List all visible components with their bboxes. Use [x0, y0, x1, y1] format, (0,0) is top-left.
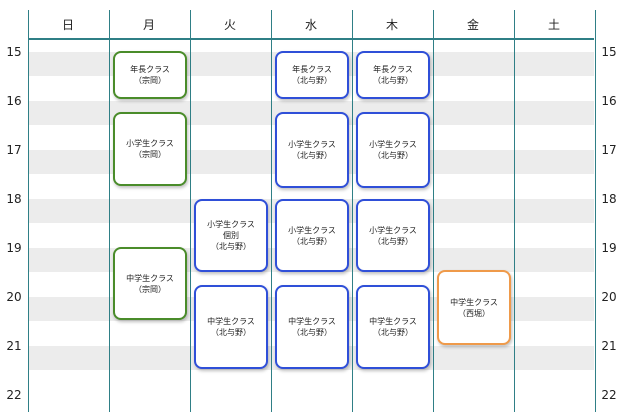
event-label: （宗岡）: [134, 76, 166, 85]
hour-label-right: 21: [601, 339, 617, 353]
event-label: 中学生クラス: [450, 297, 498, 307]
event-label: 年長クラス: [292, 65, 332, 74]
day-header: 金: [466, 18, 479, 32]
class-event[interactable]: 小学生クラス （北与野）: [356, 112, 430, 188]
event-label: （北与野）: [211, 328, 251, 337]
class-event[interactable]: 小学生クラス （宗岡）: [113, 112, 187, 186]
event-label: 年長クラス: [130, 65, 170, 74]
event-label: 年長クラス: [373, 65, 413, 74]
event-label: （宗岡）: [134, 150, 166, 159]
class-event[interactable]: 小学生クラス（北与野）: [356, 199, 430, 272]
day-header: 月: [142, 18, 155, 32]
hour-label-right: 22: [601, 388, 617, 402]
day-header: 土: [547, 18, 560, 32]
class-event[interactable]: 年長クラス （北与野）: [356, 51, 430, 99]
event-label: 中学生クラス: [369, 317, 417, 326]
event-label: （宗岡）: [134, 284, 166, 294]
day-column-divider: [190, 10, 191, 412]
hour-label-right: 16: [601, 94, 617, 108]
event-label: （北与野）: [373, 151, 413, 160]
day-header: 火: [223, 18, 236, 32]
day-column-divider: [595, 10, 596, 412]
event-label: 中学生クラス: [207, 317, 255, 326]
day-header: 日: [61, 18, 74, 32]
hour-label-left: 15: [6, 45, 22, 59]
class-event[interactable]: 中学生クラス（宗岡）: [113, 247, 187, 320]
event-label: 中学生クラス: [288, 317, 336, 326]
hour-label-right: 20: [601, 290, 617, 304]
event-label: （北与野）: [373, 328, 413, 337]
hour-label-left: 21: [6, 339, 22, 353]
header-divider: [28, 38, 594, 40]
day-column-divider: [28, 10, 29, 412]
class-event[interactable]: 小学生クラス個別 （北与野）: [194, 199, 268, 272]
hour-label-left: 17: [6, 143, 22, 157]
event-label: 小学生クラス: [288, 225, 336, 235]
event-label: （西堀）: [458, 308, 490, 318]
hour-label-left: 18: [6, 192, 22, 206]
class-event[interactable]: 中学生クラス （北与野）: [356, 285, 430, 369]
event-label: （北与野）: [373, 236, 413, 246]
class-event[interactable]: 年長クラス （宗岡）: [113, 51, 187, 99]
hour-label-right: 18: [601, 192, 617, 206]
event-label: 小学生クラス: [288, 140, 336, 149]
day-column-divider: [352, 10, 353, 412]
day-column-divider: [433, 10, 434, 412]
event-label: 個別: [223, 231, 239, 240]
event-label: （北与野）: [292, 236, 332, 246]
class-event[interactable]: 小学生クラス （北与野）: [275, 112, 349, 188]
day-header: 水: [304, 18, 317, 32]
hour-label-left: 20: [6, 290, 22, 304]
event-label: （北与野）: [292, 151, 332, 160]
day-column-divider: [109, 10, 110, 412]
event-label: （北与野）: [292, 76, 332, 85]
event-label: 中学生クラス: [126, 273, 174, 283]
hour-label-left: 19: [6, 241, 22, 255]
event-label: （北与野）: [292, 328, 332, 337]
day-column-divider: [271, 10, 272, 412]
class-event[interactable]: 中学生クラス（西堀）: [437, 270, 511, 345]
hour-label-right: 17: [601, 143, 617, 157]
event-label: （北与野）: [373, 76, 413, 85]
event-label: 小学生クラス: [369, 225, 417, 235]
hour-label-left: 22: [6, 388, 22, 402]
hour-label-left: 16: [6, 94, 22, 108]
class-event[interactable]: 中学生クラス （北与野）: [275, 285, 349, 369]
event-label: 小学生クラス: [126, 139, 174, 148]
day-column-divider: [514, 10, 515, 412]
day-header: 木: [385, 18, 398, 32]
class-event[interactable]: 小学生クラス（北与野）: [275, 199, 349, 272]
event-label: （北与野）: [211, 242, 251, 251]
hour-label-right: 19: [601, 241, 617, 255]
event-label: 小学生クラス: [207, 220, 255, 229]
class-event[interactable]: 年長クラス （北与野）: [275, 51, 349, 99]
event-label: 小学生クラス: [369, 140, 417, 149]
hour-label-right: 15: [601, 45, 617, 59]
class-event[interactable]: 中学生クラス （北与野）: [194, 285, 268, 369]
